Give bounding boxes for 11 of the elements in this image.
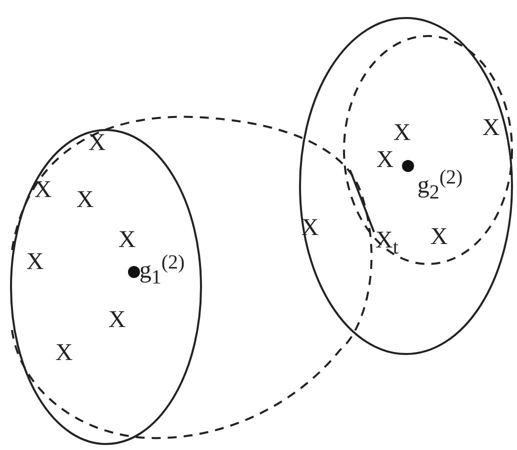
- data-point-mark: X: [26, 250, 44, 274]
- data-point-mark: X: [55, 341, 73, 365]
- data-point-mark: X$_{t}$: [376, 228, 398, 258]
- data-point-mark: X: [376, 148, 394, 172]
- data-point-mark: X: [118, 228, 136, 252]
- data-point-mark: X: [430, 225, 448, 249]
- data-point-mark: X: [108, 308, 126, 332]
- data-point-mark: X: [34, 178, 52, 202]
- data-point-mark: X: [482, 116, 500, 140]
- data-point-mark: X: [393, 121, 411, 145]
- data-point-mark: X: [76, 188, 94, 212]
